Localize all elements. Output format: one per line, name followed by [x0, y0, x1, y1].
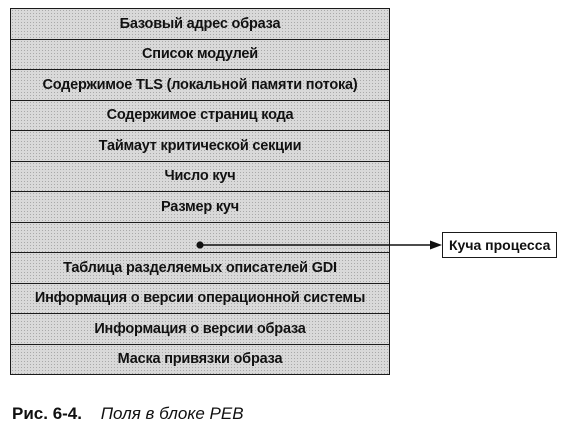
field-os-version-info: Информация о версии операционной системы	[11, 283, 389, 314]
field-heap-count: Число куч	[11, 161, 389, 192]
field-process-heap-pointer	[11, 222, 389, 253]
figure-caption: Рис. 6-4. Поля в блоке PEB	[12, 404, 244, 424]
field-tls-contents: Содержимое TLS (локальной памяти потока)	[11, 70, 389, 101]
field-module-list: Список модулей	[11, 39, 389, 70]
field-gdi-shared-handle-table: Таблица разделяемых описателей GDI	[11, 253, 389, 284]
field-code-page-contents: Содержимое страниц кода	[11, 100, 389, 131]
field-critical-section-timeout: Таймаут критической секции	[11, 131, 389, 162]
figure-title: Поля в блоке PEB	[100, 404, 244, 423]
peb-field-table: Базовый адрес образа Список модулей Соде…	[10, 8, 390, 375]
field-heap-size: Размер куч	[11, 192, 389, 223]
figure-number: Рис. 6-4.	[12, 404, 82, 423]
field-image-affinity-mask: Маска привязки образа	[11, 344, 389, 375]
field-image-base-address: Базовый адрес образа	[11, 9, 389, 40]
arrowhead-icon	[430, 240, 442, 250]
field-image-version-info: Информация о версии образа	[11, 314, 389, 345]
process-heap-box: Куча процесса	[442, 232, 558, 258]
